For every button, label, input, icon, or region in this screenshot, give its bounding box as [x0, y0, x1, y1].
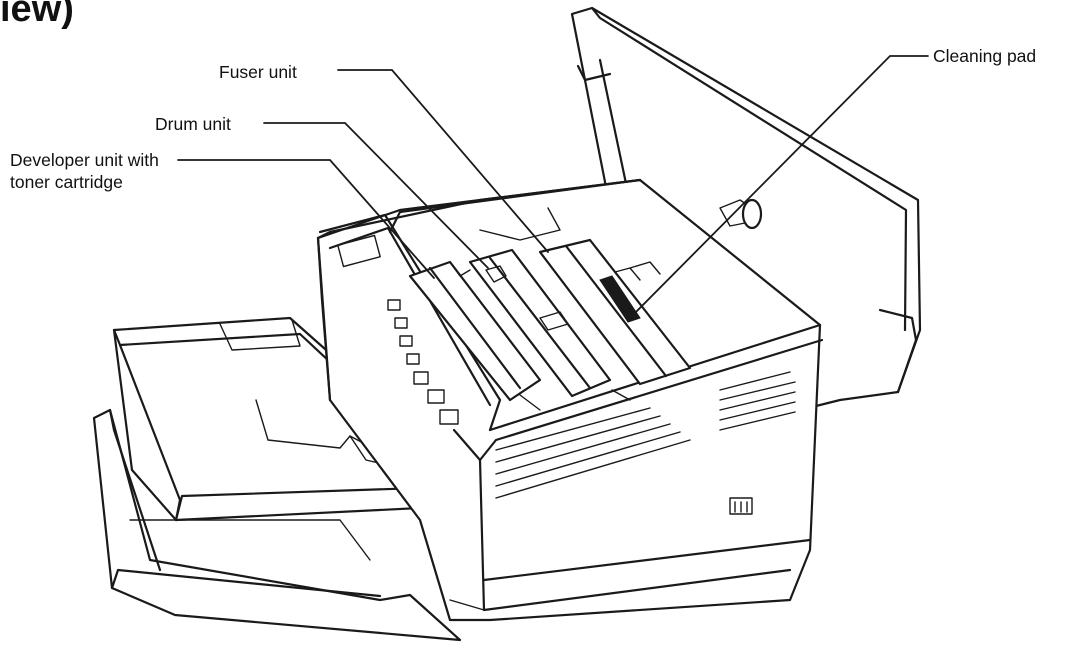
- leader-lines: [177, 55, 929, 321]
- label-developer-unit-line2: toner cartridge: [10, 172, 123, 192]
- interior-units: [388, 178, 692, 411]
- label-drum-unit: Drum unit: [155, 114, 231, 134]
- leader-fuser-unit: [337, 69, 549, 253]
- output-tray-lower: [92, 408, 462, 642]
- leader-drum-unit: [263, 122, 489, 269]
- power-switch: [729, 497, 753, 515]
- leader-cleaning-pad: [627, 55, 929, 321]
- leader-developer-unit: [177, 159, 435, 279]
- developer-unit: [408, 260, 542, 402]
- front-grille: [495, 371, 796, 499]
- label-cleaning-pad: Cleaning pad: [933, 46, 1037, 66]
- section-heading: iew): [0, 0, 74, 30]
- fuser-unit: [538, 238, 692, 386]
- label-developer-unit-line1: Developer unit with: [10, 150, 159, 170]
- cleaning-pad-part: [741, 198, 763, 230]
- label-fuser-unit: Fuser unit: [219, 62, 297, 82]
- control-panel-buttons: [387, 299, 459, 425]
